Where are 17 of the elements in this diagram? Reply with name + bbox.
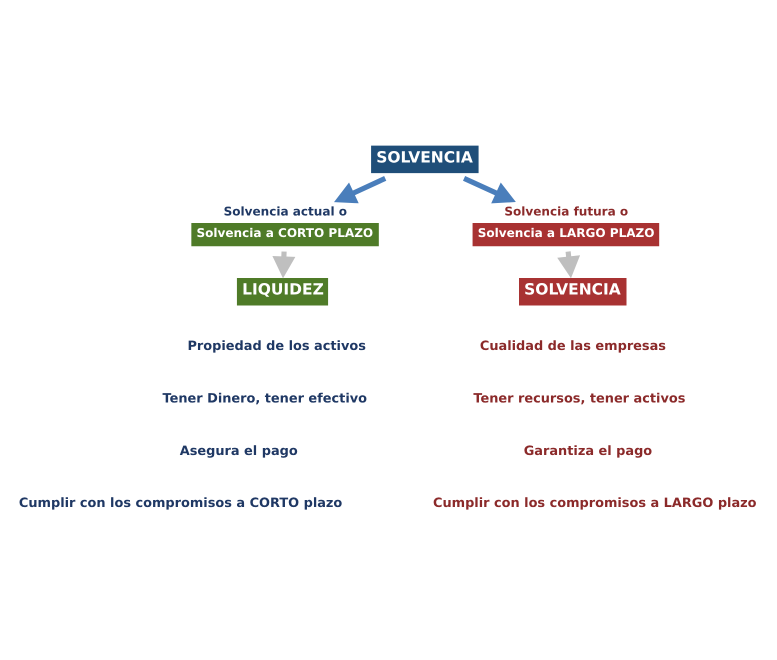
label: Cumplir con los compromisos a LARGO plazo bbox=[433, 496, 757, 511]
label: Propiedad de los activos bbox=[187, 338, 366, 354]
node-label: Solvencia actual o bbox=[224, 204, 348, 218]
label: Tener recursos, tener activos bbox=[473, 390, 686, 406]
node-box: Solvencia a LARGO PLAZO bbox=[472, 222, 660, 246]
node-box: LIQUIDEZ bbox=[236, 278, 328, 306]
arrow bbox=[334, 176, 386, 203]
node-box: SOLVENCIA bbox=[371, 145, 479, 173]
node-label: Solvencia futura o bbox=[504, 204, 628, 218]
arrow bbox=[462, 176, 516, 203]
label: Tener Dinero, tener efectivo bbox=[162, 390, 368, 406]
node-box: SOLVENCIA bbox=[519, 278, 626, 306]
label: Garantiza el pago bbox=[524, 443, 652, 458]
label: Asegura el pago bbox=[180, 443, 298, 458]
label: Cualidad de las empresas bbox=[480, 338, 666, 354]
label: Cumplir con los compromisos a CORTO plazo bbox=[18, 496, 342, 511]
node-box: Solvencia a CORTO PLAZO bbox=[191, 222, 379, 246]
